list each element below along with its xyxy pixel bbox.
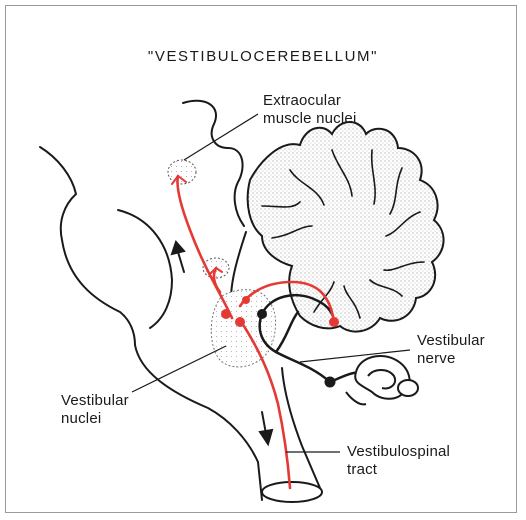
diagram-title: "VESTIBULOCEREBELLUM"	[147, 48, 379, 65]
vestibular-nerve-label: Vestibular nerve	[417, 332, 485, 368]
extraocular-label: Extraocular muscle nuclei	[263, 92, 356, 128]
extraocular-label-line1: Extraocular	[263, 92, 342, 109]
vestibular-nerve-label-line1: Vestibular	[417, 332, 485, 349]
vestibular-cell-red-1	[221, 309, 231, 319]
figure-frame	[5, 5, 517, 513]
synaptic-forks	[171, 175, 223, 275]
vestibulospinal-label: Vestibulospinal tract	[347, 443, 450, 479]
arrow-down-head	[258, 428, 274, 447]
vestibulospinal-label-line2: tract	[347, 461, 378, 478]
vestibular-apparatus	[345, 355, 419, 406]
vestibulospinal-label-line1: Vestibulospinal	[347, 443, 451, 460]
leader-vestibular-nuclei	[131, 345, 227, 393]
vestibular-nuclei-label: Vestibular nuclei	[61, 392, 129, 428]
vestibular-nuclei-label-line1: Vestibular	[61, 392, 129, 409]
direction-arrows	[170, 240, 274, 447]
cerebellar-cell-red	[329, 317, 339, 327]
vestibular-nerve-label-line2: nerve	[417, 350, 456, 367]
vestibular-nuclei-label-line2: nuclei	[61, 410, 102, 427]
vestibular-cell-red-3	[242, 296, 250, 304]
vestibular-cell-red-2	[235, 317, 245, 327]
leader-vestibular-nerve	[299, 349, 411, 363]
cell-bodies	[221, 296, 339, 388]
leader-extraocular	[183, 113, 259, 161]
extraocular-label-line2: muscle nuclei	[263, 110, 357, 127]
vestibular-ganglion-cell	[324, 376, 336, 388]
extraocular-nucleus-upper	[167, 159, 197, 185]
leader-lines	[131, 113, 411, 453]
vestibular-cell-black	[257, 309, 267, 319]
arrow-up-head	[170, 240, 186, 256]
